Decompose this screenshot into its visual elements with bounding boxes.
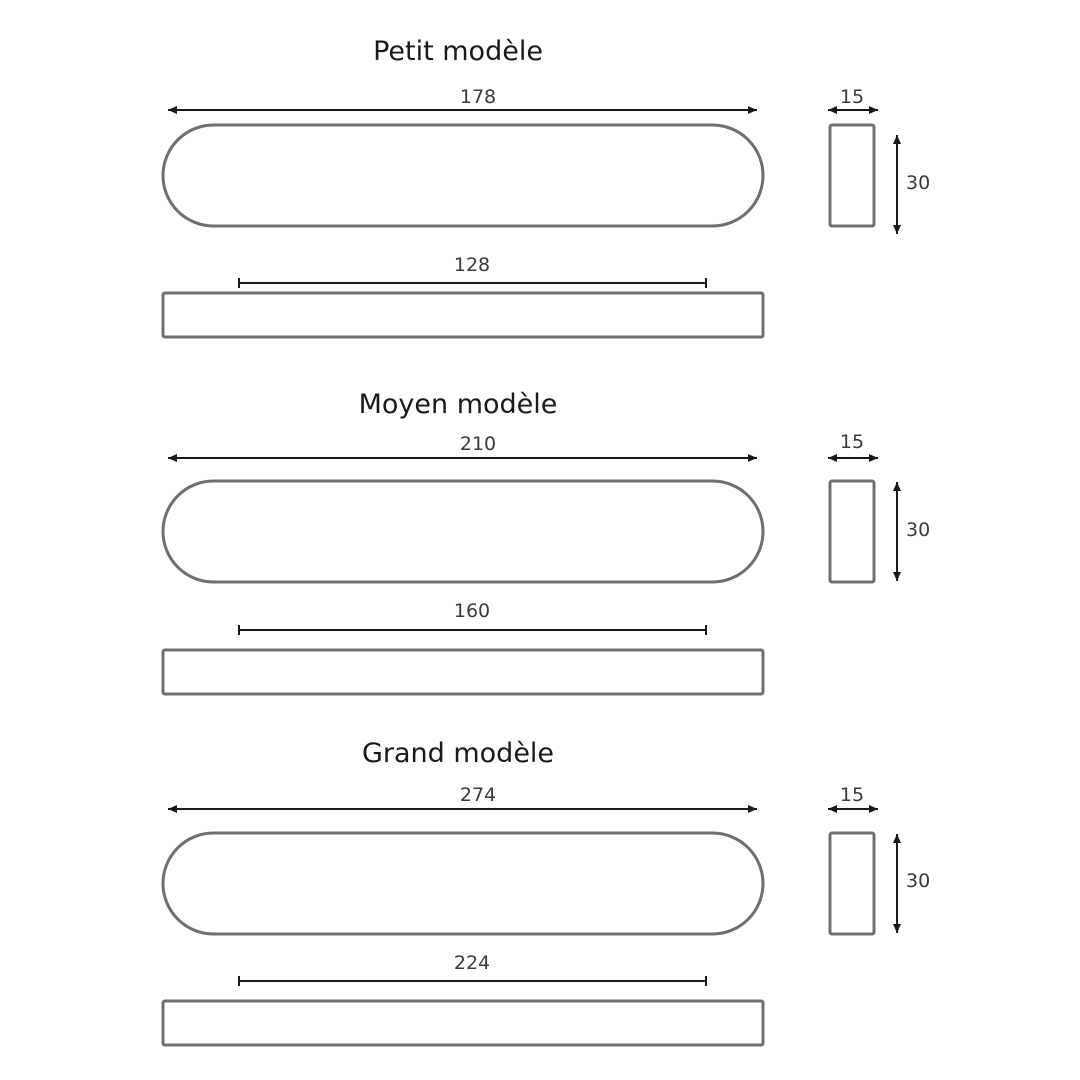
end-view-shape <box>828 831 876 936</box>
model-petit: Petit modèle 178 128 15 30 <box>161 36 930 339</box>
hole-spacing-label: 128 <box>454 254 490 276</box>
length-label: 210 <box>460 433 496 455</box>
width-label: 15 <box>840 431 864 453</box>
model-grand: Grand modèle 274 224 15 30 <box>161 738 930 1047</box>
width-label: 15 <box>840 784 864 806</box>
height-label: 30 <box>906 172 930 194</box>
length-label: 274 <box>460 784 496 806</box>
width-label: 15 <box>840 86 864 108</box>
side-view-shape <box>161 648 765 696</box>
hole-spacing-label: 224 <box>454 952 490 974</box>
height-label: 30 <box>906 870 930 892</box>
top-view-shape <box>161 123 765 228</box>
height-label: 30 <box>906 519 930 541</box>
top-view-shape <box>161 479 765 584</box>
side-view-shape <box>161 999 765 1047</box>
end-view-shape <box>828 479 876 584</box>
end-view-shape <box>828 123 876 228</box>
length-label: 178 <box>460 86 496 108</box>
hole-spacing-label: 160 <box>454 600 490 622</box>
top-view-shape <box>161 831 765 936</box>
model-title: Petit modèle <box>373 36 543 67</box>
model-moyen: Moyen modèle 210 160 15 30 <box>161 389 930 696</box>
model-title: Moyen modèle <box>359 389 558 420</box>
model-title: Grand modèle <box>362 738 554 769</box>
side-view-shape <box>161 291 765 339</box>
